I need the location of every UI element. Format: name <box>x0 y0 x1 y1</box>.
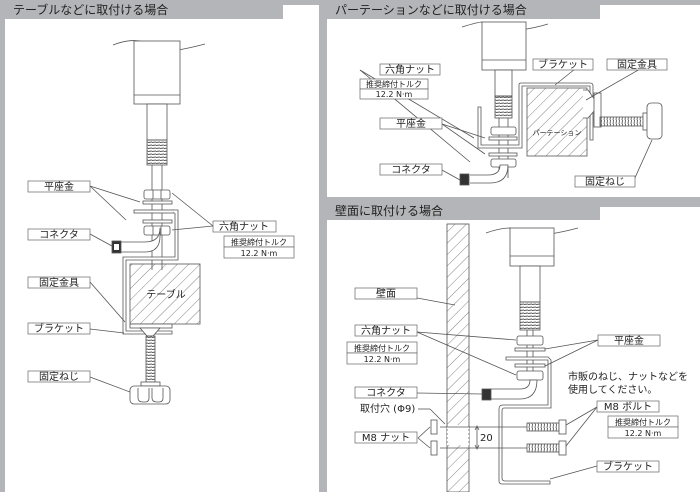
pole <box>509 227 555 267</box>
m8-bolt-lower-thread <box>526 443 560 453</box>
note-line-1: 市販のねじ、ナットなどを <box>568 370 688 383</box>
pole <box>133 40 181 105</box>
note-line-2: 使用してください。 <box>568 383 657 396</box>
connector-cable <box>470 164 509 184</box>
pole-thread <box>494 95 513 119</box>
washer-lower <box>142 219 173 224</box>
torque-value: 12.2 N·m <box>625 429 662 438</box>
label-screw: 固定ねじ <box>39 370 79 383</box>
fixture-bracket <box>122 209 179 335</box>
hex-nut-upper <box>143 189 171 200</box>
hex-nut-upper <box>490 126 517 136</box>
pole <box>481 21 527 71</box>
label-hexnut: 六角ナット <box>219 221 269 233</box>
fixing-screw-knob <box>129 385 171 405</box>
panel-title-table: テーブルなどに取付ける場合 <box>5 2 283 19</box>
table-block <box>129 263 201 325</box>
label-table: テーブル <box>146 288 185 301</box>
table-callouts: 平座金 コネクタ 固定金具 ブラケット 固定ねじ 六角ナット 推奨締付トルク 1… <box>27 180 295 383</box>
m8-bolt-upper-head <box>558 419 567 435</box>
wall <box>446 223 470 492</box>
m8-bolt-lower-head <box>558 440 567 456</box>
label-washer: 平座金 <box>614 334 644 347</box>
label-connector: コネクタ <box>391 164 431 176</box>
title-spacer <box>600 207 700 220</box>
label-m8nut: M8 ナット <box>362 432 410 444</box>
bracket <box>498 356 552 485</box>
label-bracket: ブラケット <box>34 322 84 335</box>
bracket <box>477 82 594 149</box>
bracket-top <box>133 209 175 214</box>
torque-title: 推奨締付トルク <box>354 343 410 353</box>
label-m8bolt: M8 ボルト <box>604 401 652 413</box>
fixing-screw-knob <box>646 102 663 140</box>
table-diagram <box>89 40 214 405</box>
torque-value: 12.2 N·m <box>364 355 401 364</box>
panel-title-partition: パーテーションなどに取付ける場合 <box>327 2 600 19</box>
connector-plug <box>481 388 492 401</box>
fixing-screw-thread <box>145 335 156 383</box>
panel-title-wall: 壁面に取付ける場合 <box>327 203 600 220</box>
title-spacer <box>600 5 700 19</box>
wall-callouts: 壁面 六角ナット 推奨締付トルク 12.2 N·m コネクタ 取付穴 (Φ9) … <box>346 287 688 473</box>
label-hexnut: 六角ナット <box>385 64 435 76</box>
torque-value: 12.2 N·m <box>241 249 278 258</box>
title-spacer <box>283 5 319 19</box>
m8-nut-upper <box>430 419 438 435</box>
partition-diagram <box>359 21 663 186</box>
label-washer: 平座金 <box>44 180 74 193</box>
label-screw: 固定ねじ <box>585 175 625 188</box>
torque-value: 12.2 N·m <box>376 90 413 99</box>
connector-plug <box>459 173 470 186</box>
wall-diagram <box>416 223 599 492</box>
torque-title: 推奨締付トルク <box>231 237 287 247</box>
hex-nut-upper <box>516 335 544 346</box>
torque-title: 推奨締付トルク <box>615 417 671 427</box>
label-bracket: ブラケット <box>538 58 588 71</box>
fixing-screw-thread <box>599 116 645 127</box>
label-hole: 取付穴 (Φ9) <box>360 402 415 415</box>
pole-thread <box>519 301 541 331</box>
label-washer: 平座金 <box>396 117 426 130</box>
pole-thread <box>146 139 168 166</box>
hex-nut-lower <box>143 225 171 236</box>
partition-block <box>526 87 588 157</box>
label-fixture: 固定金具 <box>39 276 79 289</box>
connector-cable <box>490 379 538 400</box>
m8-bolt-upper-thread <box>526 422 560 432</box>
washer-upper <box>142 200 173 205</box>
m8-nut-lower <box>430 440 438 456</box>
connector-cable <box>120 227 161 253</box>
label-wall: 壁面 <box>376 287 396 300</box>
dimension-label: 20 <box>480 433 493 444</box>
pole-shaft <box>146 103 168 141</box>
label-connector: コネクタ <box>39 229 79 241</box>
label-bracket: ブラケット <box>603 460 653 473</box>
label-partition: パーテーション <box>533 129 582 137</box>
partition-callouts: 六角ナット 推奨締付トルク 12.2 N·m 平座金 コネクタ ブラケット 固定… <box>359 58 668 188</box>
label-fixture: 固定金具 <box>617 58 657 71</box>
hex-nut-lower <box>516 370 544 381</box>
label-connector: コネクタ <box>366 387 406 399</box>
label-hexnut: 六角ナット <box>361 325 411 337</box>
torque-title: 推奨締付トルク <box>366 79 422 89</box>
